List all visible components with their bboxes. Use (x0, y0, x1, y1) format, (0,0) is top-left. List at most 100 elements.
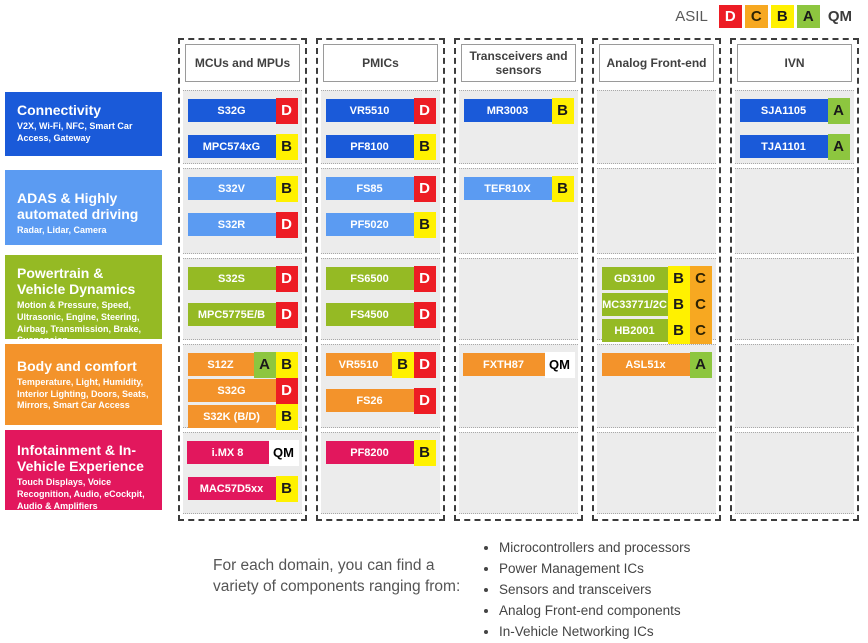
asil-badge-b: B (551, 175, 574, 202)
domain-title: Body and comfort (17, 358, 137, 374)
chip-product-label: S32K (B/D) (187, 405, 276, 428)
chip-product-label: MR3003 (463, 99, 552, 122)
domain-title: ADAS & Highly automated driving (17, 190, 139, 223)
chip-product-label: SJA1105 (739, 99, 828, 122)
asil-badge-d: D (413, 97, 436, 124)
chip-product-label: S32G (187, 379, 276, 402)
chip-product-label: FS6500 (325, 267, 414, 290)
asil-badge-c: C (689, 317, 712, 344)
chip-product-label: S32G (187, 99, 276, 122)
asil-badge-b: B (413, 439, 436, 466)
cell-infotainment-in-vehicle-experience-analog-front-end (597, 432, 716, 514)
column-header-mcus-and-mpus: MCUs and MPUs (185, 44, 300, 82)
column-header-ivn: IVN (737, 44, 852, 82)
asil-badge-d: D (275, 97, 298, 124)
asil-badge-a: A (689, 351, 712, 378)
chip-product-label: S32S (187, 267, 276, 290)
cell-adas-highly-automated-driving-analog-front-end (597, 168, 716, 254)
chip-product-label: VR5510 (325, 353, 392, 376)
footer-bullet-item: Analog Front-end components (499, 601, 690, 622)
asil-badge-qm: QM (544, 351, 575, 378)
domain-title: Infotainment & In-Vehicle Experience (17, 442, 144, 475)
asil-badge-c: C (689, 265, 712, 292)
legend-asil-c-box: C (744, 5, 768, 28)
asil-legend-label: ASIL (675, 8, 708, 25)
legend-asil-d-box: D (718, 5, 742, 28)
domain-subtitle: Temperature, Light, Humidity, Interior L… (17, 377, 149, 411)
footer-bullet-item: Sensors and transceivers (499, 580, 690, 601)
cell-connectivity-analog-front-end (597, 90, 716, 164)
domain-subtitle: Touch Displays, Voice Recognition, Audio… (17, 477, 145, 511)
footer-bullet-list: Microcontrollers and processorsPower Man… (479, 538, 690, 643)
asil-badge-d: D (413, 265, 436, 292)
asil-badge-b: B (551, 97, 574, 124)
chip-product-label: PF8100 (325, 135, 414, 158)
chip-s32k-b-d: S32K (B/D)B (187, 403, 298, 430)
asil-badge-d: D (275, 265, 298, 292)
asil-badge-d: D (413, 351, 436, 378)
chip-product-label: GD3100 (601, 267, 668, 290)
asil-badge-b: B (391, 351, 414, 378)
asil-badge-d: D (275, 377, 298, 404)
column-header-analog-front-end: Analog Front-end (599, 44, 714, 82)
chip-product-label: HB2001 (601, 319, 668, 342)
chip-product-label: i.MX 8 (186, 441, 269, 464)
chip-product-label: MC33771/2C (601, 293, 668, 316)
chip-product-label: MAC57D5xx (187, 477, 276, 500)
cell-adas-highly-automated-driving-ivn (735, 168, 854, 254)
column-header-transceivers-and-sensors: Transceivers and sensors (461, 44, 576, 82)
domain-title: Powertrain & Vehicle Dynamics (17, 265, 136, 298)
column-header-pmics: PMICs (323, 44, 438, 82)
chip-product-label: FS85 (325, 177, 414, 200)
chip-product-label: S12Z (187, 353, 254, 376)
chip-product-label: FS26 (325, 389, 414, 412)
asil-badge-d: D (413, 301, 436, 328)
footer-intro-text: For each domain, you can find a variety … (213, 557, 461, 595)
chip-product-label: S32R (187, 213, 276, 236)
cell-infotainment-in-vehicle-experience-transceivers-and-sensors (459, 432, 578, 514)
chip-product-label: MPC574xG (187, 135, 276, 158)
footer-bullet-item: Microcontrollers and processors (499, 538, 690, 559)
asil-badge-b: B (275, 133, 298, 160)
asil-legend-qm: QM (827, 8, 852, 25)
asil-badge-d: D (413, 175, 436, 202)
asil-badge-b: B (667, 291, 690, 318)
asil-badge-a: A (253, 351, 276, 378)
asil-badge-d: D (413, 387, 436, 414)
asil-badge-c: C (689, 291, 712, 318)
